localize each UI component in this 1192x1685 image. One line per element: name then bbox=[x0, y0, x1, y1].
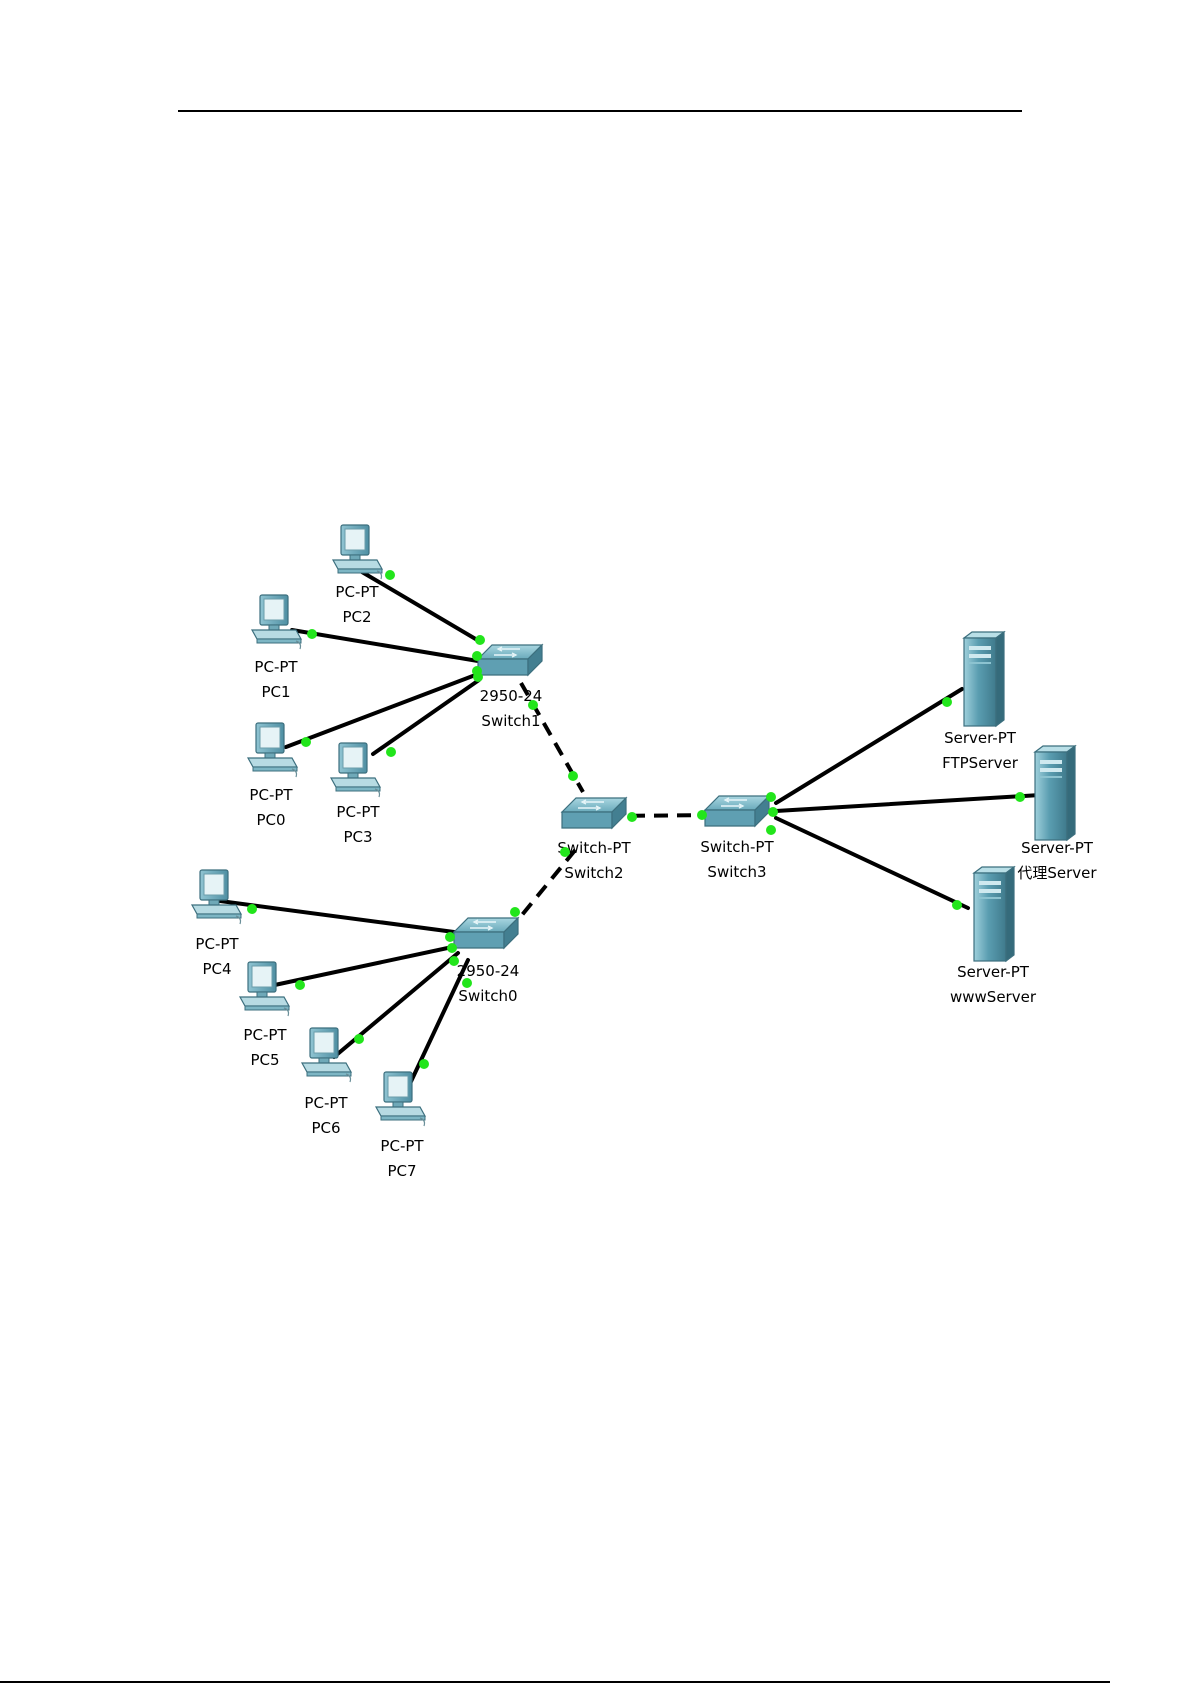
port-led-sw0 bbox=[449, 956, 459, 966]
device-name-label: PC1 bbox=[261, 683, 290, 701]
cable-pc1-sw1[interactable] bbox=[292, 630, 478, 661]
device-name-label: PC2 bbox=[342, 608, 371, 626]
device-model-label: PC-PT bbox=[336, 803, 380, 821]
device-model-label: Server-PT bbox=[944, 729, 1017, 747]
cable-pc3-sw1[interactable] bbox=[373, 680, 479, 754]
server-icon[interactable] bbox=[964, 632, 1004, 726]
device-name-label: PC0 bbox=[256, 811, 285, 829]
device-model-label: PC-PT bbox=[380, 1137, 424, 1155]
pc-icon[interactable] bbox=[331, 743, 380, 797]
device-name-label: PC3 bbox=[343, 828, 372, 846]
switch-icon[interactable] bbox=[454, 918, 518, 948]
cable-pc5-sw0[interactable] bbox=[270, 946, 457, 986]
device-pc1[interactable]: PC-PT PC1 bbox=[252, 595, 301, 701]
device-srv_www[interactable]: Server-PT wwwServer bbox=[950, 867, 1037, 1006]
device-name-label: Switch2 bbox=[564, 864, 623, 882]
device-pc2[interactable]: PC-PT PC2 bbox=[333, 525, 382, 626]
server-icon[interactable] bbox=[1035, 746, 1075, 840]
device-model-label: PC-PT bbox=[304, 1094, 348, 1112]
port-led-sw3 bbox=[766, 792, 776, 802]
pc-icon[interactable] bbox=[248, 723, 297, 777]
device-pc0[interactable]: PC-PT PC0 bbox=[248, 723, 297, 829]
device-model-label: PC-PT bbox=[254, 658, 298, 676]
device-model-label: Server-PT bbox=[1021, 839, 1094, 857]
pc-icon[interactable] bbox=[252, 595, 301, 649]
cable-sw3-srv_ftp[interactable] bbox=[776, 689, 962, 803]
port-led-sw0 bbox=[445, 932, 455, 942]
device-srv_ftp[interactable]: Server-PT FTPServer bbox=[942, 632, 1019, 772]
device-name-label: 代理Server bbox=[1017, 864, 1097, 882]
device-model-label: PC-PT bbox=[195, 935, 239, 953]
pc-icon[interactable] bbox=[192, 870, 241, 924]
port-led-pc2 bbox=[385, 570, 395, 580]
switch-icon[interactable] bbox=[705, 796, 769, 826]
device-name-label: Switch0 bbox=[458, 987, 517, 1005]
cable-sw3-srv_proxy[interactable] bbox=[776, 795, 1040, 811]
port-led-sw3 bbox=[766, 825, 776, 835]
device-model-label: Server-PT bbox=[957, 963, 1030, 981]
port-led-sw1 bbox=[473, 672, 483, 682]
port-led-srv_www bbox=[952, 900, 962, 910]
port-led-pc7 bbox=[419, 1059, 429, 1069]
device-name-label: PC6 bbox=[311, 1119, 340, 1137]
cable-sw3-srv_www[interactable] bbox=[776, 818, 968, 908]
device-pc7[interactable]: PC-PT PC7 bbox=[376, 1072, 425, 1180]
pc-icon[interactable] bbox=[376, 1072, 425, 1126]
cable-pc0-sw1[interactable] bbox=[286, 674, 478, 747]
device-srv_proxy[interactable]: Server-PT 代理Server bbox=[1017, 746, 1097, 882]
device-model-label: Switch-PT bbox=[700, 838, 774, 856]
port-led-pc0 bbox=[301, 737, 311, 747]
pc-icon[interactable] bbox=[302, 1028, 351, 1082]
port-led-sw2 bbox=[568, 771, 578, 781]
device-pc4[interactable]: PC-PT PC4 bbox=[192, 870, 241, 978]
port-led-sw0 bbox=[510, 907, 520, 917]
device-name-label: PC4 bbox=[202, 960, 231, 978]
port-led-pc3 bbox=[386, 747, 396, 757]
device-name-label: wwwServer bbox=[950, 988, 1037, 1006]
port-led-sw0 bbox=[447, 943, 457, 953]
device-pc3[interactable]: PC-PT PC3 bbox=[331, 743, 380, 846]
port-led-srv_proxy bbox=[1015, 792, 1025, 802]
switch-icon[interactable] bbox=[562, 798, 626, 828]
device-model-label: PC-PT bbox=[335, 583, 379, 601]
device-model-label: 2950-24 bbox=[457, 962, 520, 980]
switch-icon[interactable] bbox=[478, 645, 542, 675]
server-icon[interactable] bbox=[974, 867, 1014, 961]
device-model-label: PC-PT bbox=[243, 1026, 287, 1044]
port-led-sw1 bbox=[475, 635, 485, 645]
port-led-pc1 bbox=[307, 629, 317, 639]
device-name-label: PC5 bbox=[250, 1051, 279, 1069]
port-led-sw0 bbox=[462, 978, 472, 988]
port-led-sw3 bbox=[697, 810, 707, 820]
port-led-pc6 bbox=[354, 1034, 364, 1044]
device-name-label: Switch3 bbox=[707, 863, 766, 881]
pc-icon[interactable] bbox=[333, 525, 382, 579]
device-name-label: Switch1 bbox=[481, 712, 540, 730]
device-name-label: PC7 bbox=[387, 1162, 416, 1180]
port-led-pc5 bbox=[295, 980, 305, 990]
device-pc6[interactable]: PC-PT PC6 bbox=[302, 1028, 351, 1137]
device-sw3[interactable]: Switch-PT Switch3 bbox=[700, 796, 774, 881]
port-led-sw2 bbox=[627, 812, 637, 822]
pc-icon[interactable] bbox=[240, 962, 289, 1016]
port-led-sw1 bbox=[472, 651, 482, 661]
port-led-sw1 bbox=[528, 700, 538, 710]
port-led-sw3 bbox=[768, 807, 778, 817]
port-led-pc4 bbox=[247, 904, 257, 914]
port-led-sw2 bbox=[560, 847, 570, 857]
cable-pc2-sw1[interactable] bbox=[362, 572, 479, 641]
device-pc5[interactable]: PC-PT PC5 bbox=[240, 962, 289, 1069]
device-model-label: PC-PT bbox=[249, 786, 293, 804]
port-led-srv_ftp bbox=[942, 697, 952, 707]
device-name-label: FTPServer bbox=[942, 754, 1019, 772]
